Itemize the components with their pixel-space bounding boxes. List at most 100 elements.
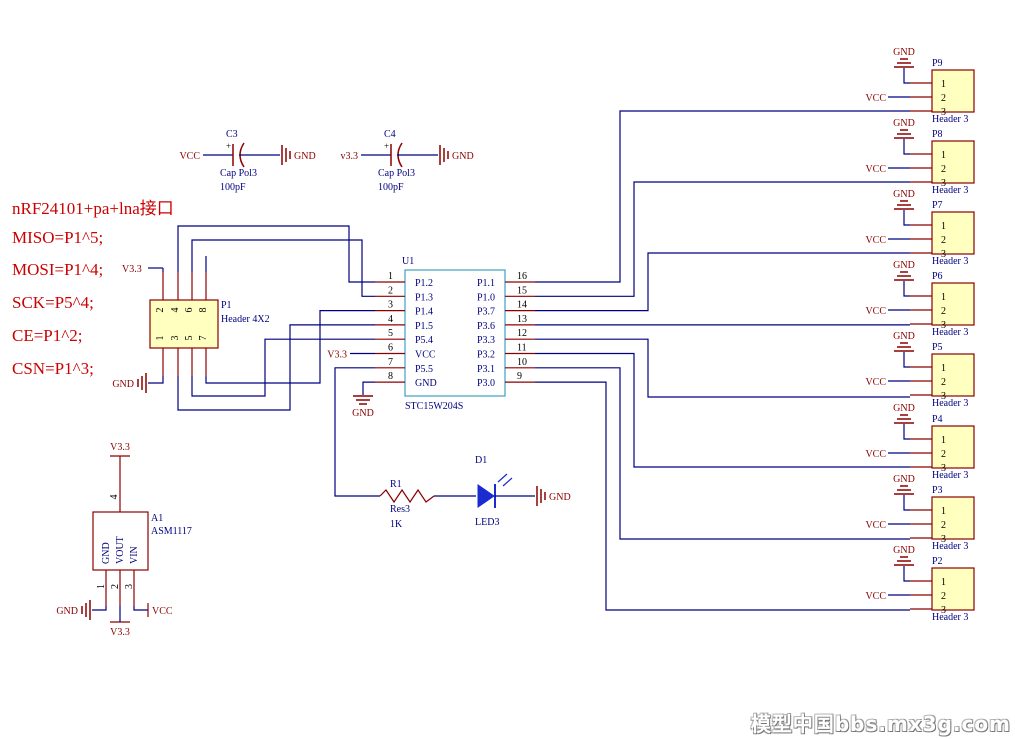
u1-part-name: STC15W204S [405, 401, 463, 412]
u1-pin-name-P3.3: P3.3 [477, 335, 495, 346]
header-2-pin-num-2: 2 [941, 164, 946, 175]
u1-pin-name-P3.7: P3.7 [477, 307, 495, 318]
header-6-pin-num-3: 3 [941, 463, 946, 474]
c4-designator: C4 [384, 129, 396, 140]
p1-part-name: Header 4X2 [221, 314, 270, 325]
header-8-pin-num-2: 2 [941, 591, 946, 602]
labels: U1STC15W204S1P1.22P1.33P1.44P1.55P5.46VC… [56, 47, 968, 638]
r1-designator: R1 [390, 479, 402, 490]
u1-vcc-label: V3.3 [327, 350, 347, 361]
net-u1-P1.1 [535, 110, 910, 283]
a1-pin-GND: GND [101, 542, 112, 564]
a1-pin-VOUT: VOUT [115, 536, 126, 564]
p1-pin-bot-5: 5 [184, 336, 195, 341]
u1-pin-num-13: 13 [517, 314, 527, 325]
p1-pin-top-8: 8 [198, 308, 209, 313]
u1-pin-num-15: 15 [517, 285, 527, 296]
r1-body [379, 488, 435, 504]
p1-body [149, 299, 219, 349]
d1-part-name: LED3 [475, 517, 499, 528]
header-1-gnd-wire [903, 68, 910, 84]
a1-pin-num-3: 3 [124, 584, 135, 589]
header-1-body [931, 69, 975, 113]
u1-pin-num-7: 7 [388, 357, 393, 368]
header-6-body [931, 425, 975, 469]
header-3-pin-num-1: 1 [941, 221, 946, 232]
header-6-pin-num-2: 2 [941, 449, 946, 460]
header-2-gnd-wire [903, 139, 910, 155]
header-1-designator: P9 [932, 58, 943, 69]
header-6-designator: P4 [932, 414, 943, 425]
c3-value: 100pF [220, 182, 246, 193]
a1-pin-VIN: VIN [129, 546, 140, 564]
p1-gnd-label: GND [112, 379, 134, 390]
d1-gnd-label: GND [549, 492, 571, 503]
c3-gnd-label: GND [294, 151, 316, 162]
c4-gnd-label: GND [452, 151, 474, 162]
d1-designator: D1 [475, 455, 487, 466]
c4-plus: + [384, 141, 389, 151]
p1-gnd-wire [148, 376, 164, 384]
header-5-designator: P5 [932, 342, 943, 353]
u1-pin-name-P1.1: P1.1 [477, 278, 495, 289]
p1-pin-top-6: 6 [184, 308, 195, 313]
p1-pin-bot-3: 3 [170, 336, 181, 341]
net-p14 [205, 310, 375, 384]
net-u1-P3.3 [535, 338, 910, 398]
note-title: nRF24101+pa+lna接口 [12, 199, 174, 218]
u1-body [404, 269, 506, 397]
u1-pin-num-11: 11 [517, 343, 527, 354]
header-4-pin-num-3: 3 [941, 320, 946, 331]
u1-pin-num-2: 2 [388, 285, 393, 296]
p1-pin-bot-1: 1 [155, 336, 166, 341]
p1-pin-bot-7: 7 [198, 336, 209, 341]
a1-vin-wire [133, 606, 148, 611]
u1-pin-name-P1.3: P1.3 [415, 292, 433, 303]
u1-pin-num-6: 6 [388, 343, 393, 354]
header-7-vcc-label: VCC [865, 520, 886, 531]
header-8-pin-num-3: 3 [941, 605, 946, 616]
u1-pin-name-P3.6: P3.6 [477, 321, 495, 332]
c3-plus: + [226, 141, 231, 151]
u1-pin-num-12: 12 [517, 328, 527, 339]
header-8-gnd-label: GND [893, 545, 915, 556]
header-6-pin-num-1: 1 [941, 435, 946, 446]
header-2-vcc-label: VCC [865, 164, 886, 175]
u1-pin-name-P3.2: P3.2 [477, 350, 495, 361]
header-4-pin-num-2: 2 [941, 306, 946, 317]
a1-body [92, 511, 149, 571]
header-5-gnd-wire [903, 352, 910, 368]
u1-pin-num-3: 3 [388, 300, 393, 311]
header-2-designator: P8 [932, 129, 943, 140]
header-3-designator: P7 [932, 200, 943, 211]
header-8-body [931, 567, 975, 611]
u1-pin-name-P1.2: P1.2 [415, 278, 433, 289]
header-4-part-name: Header 3 [932, 327, 968, 338]
header-7-part-name: Header 3 [932, 541, 968, 552]
net-p54 [191, 338, 375, 397]
u1-designator: U1 [402, 256, 414, 267]
header-4-designator: P6 [932, 271, 943, 282]
header-1-part-name: Header 3 [932, 114, 968, 125]
header-1-pin-num-1: 1 [941, 79, 946, 90]
header-4-body [931, 282, 975, 326]
d1-light-2 [502, 477, 513, 487]
u1-pin-name-P3.0: P3.0 [477, 378, 495, 389]
header-5-body [931, 353, 975, 397]
a1-vout-label: V3.3 [110, 627, 130, 638]
header-2-pin-num-1: 1 [941, 150, 946, 161]
watermark: 模型中国bbs.mx3g.com [750, 712, 1011, 736]
a1-pin-num-4: 4 [109, 495, 120, 500]
c3-designator: C3 [226, 129, 238, 140]
c3-part-name: Cap Pol3 [220, 168, 257, 179]
header-2-gnd-label: GND [893, 118, 915, 129]
header-5-pin-num-3: 3 [941, 391, 946, 402]
p1-designator: P1 [221, 300, 232, 311]
net-csn [177, 225, 375, 283]
u1-pin-num-1: 1 [388, 271, 393, 282]
header-6-part-name: Header 3 [932, 470, 968, 481]
u1-pin-name-GND: GND [415, 378, 437, 389]
u1-pin-name-P3.1: P3.1 [477, 364, 495, 375]
header-5-vcc-label: VCC [865, 377, 886, 388]
